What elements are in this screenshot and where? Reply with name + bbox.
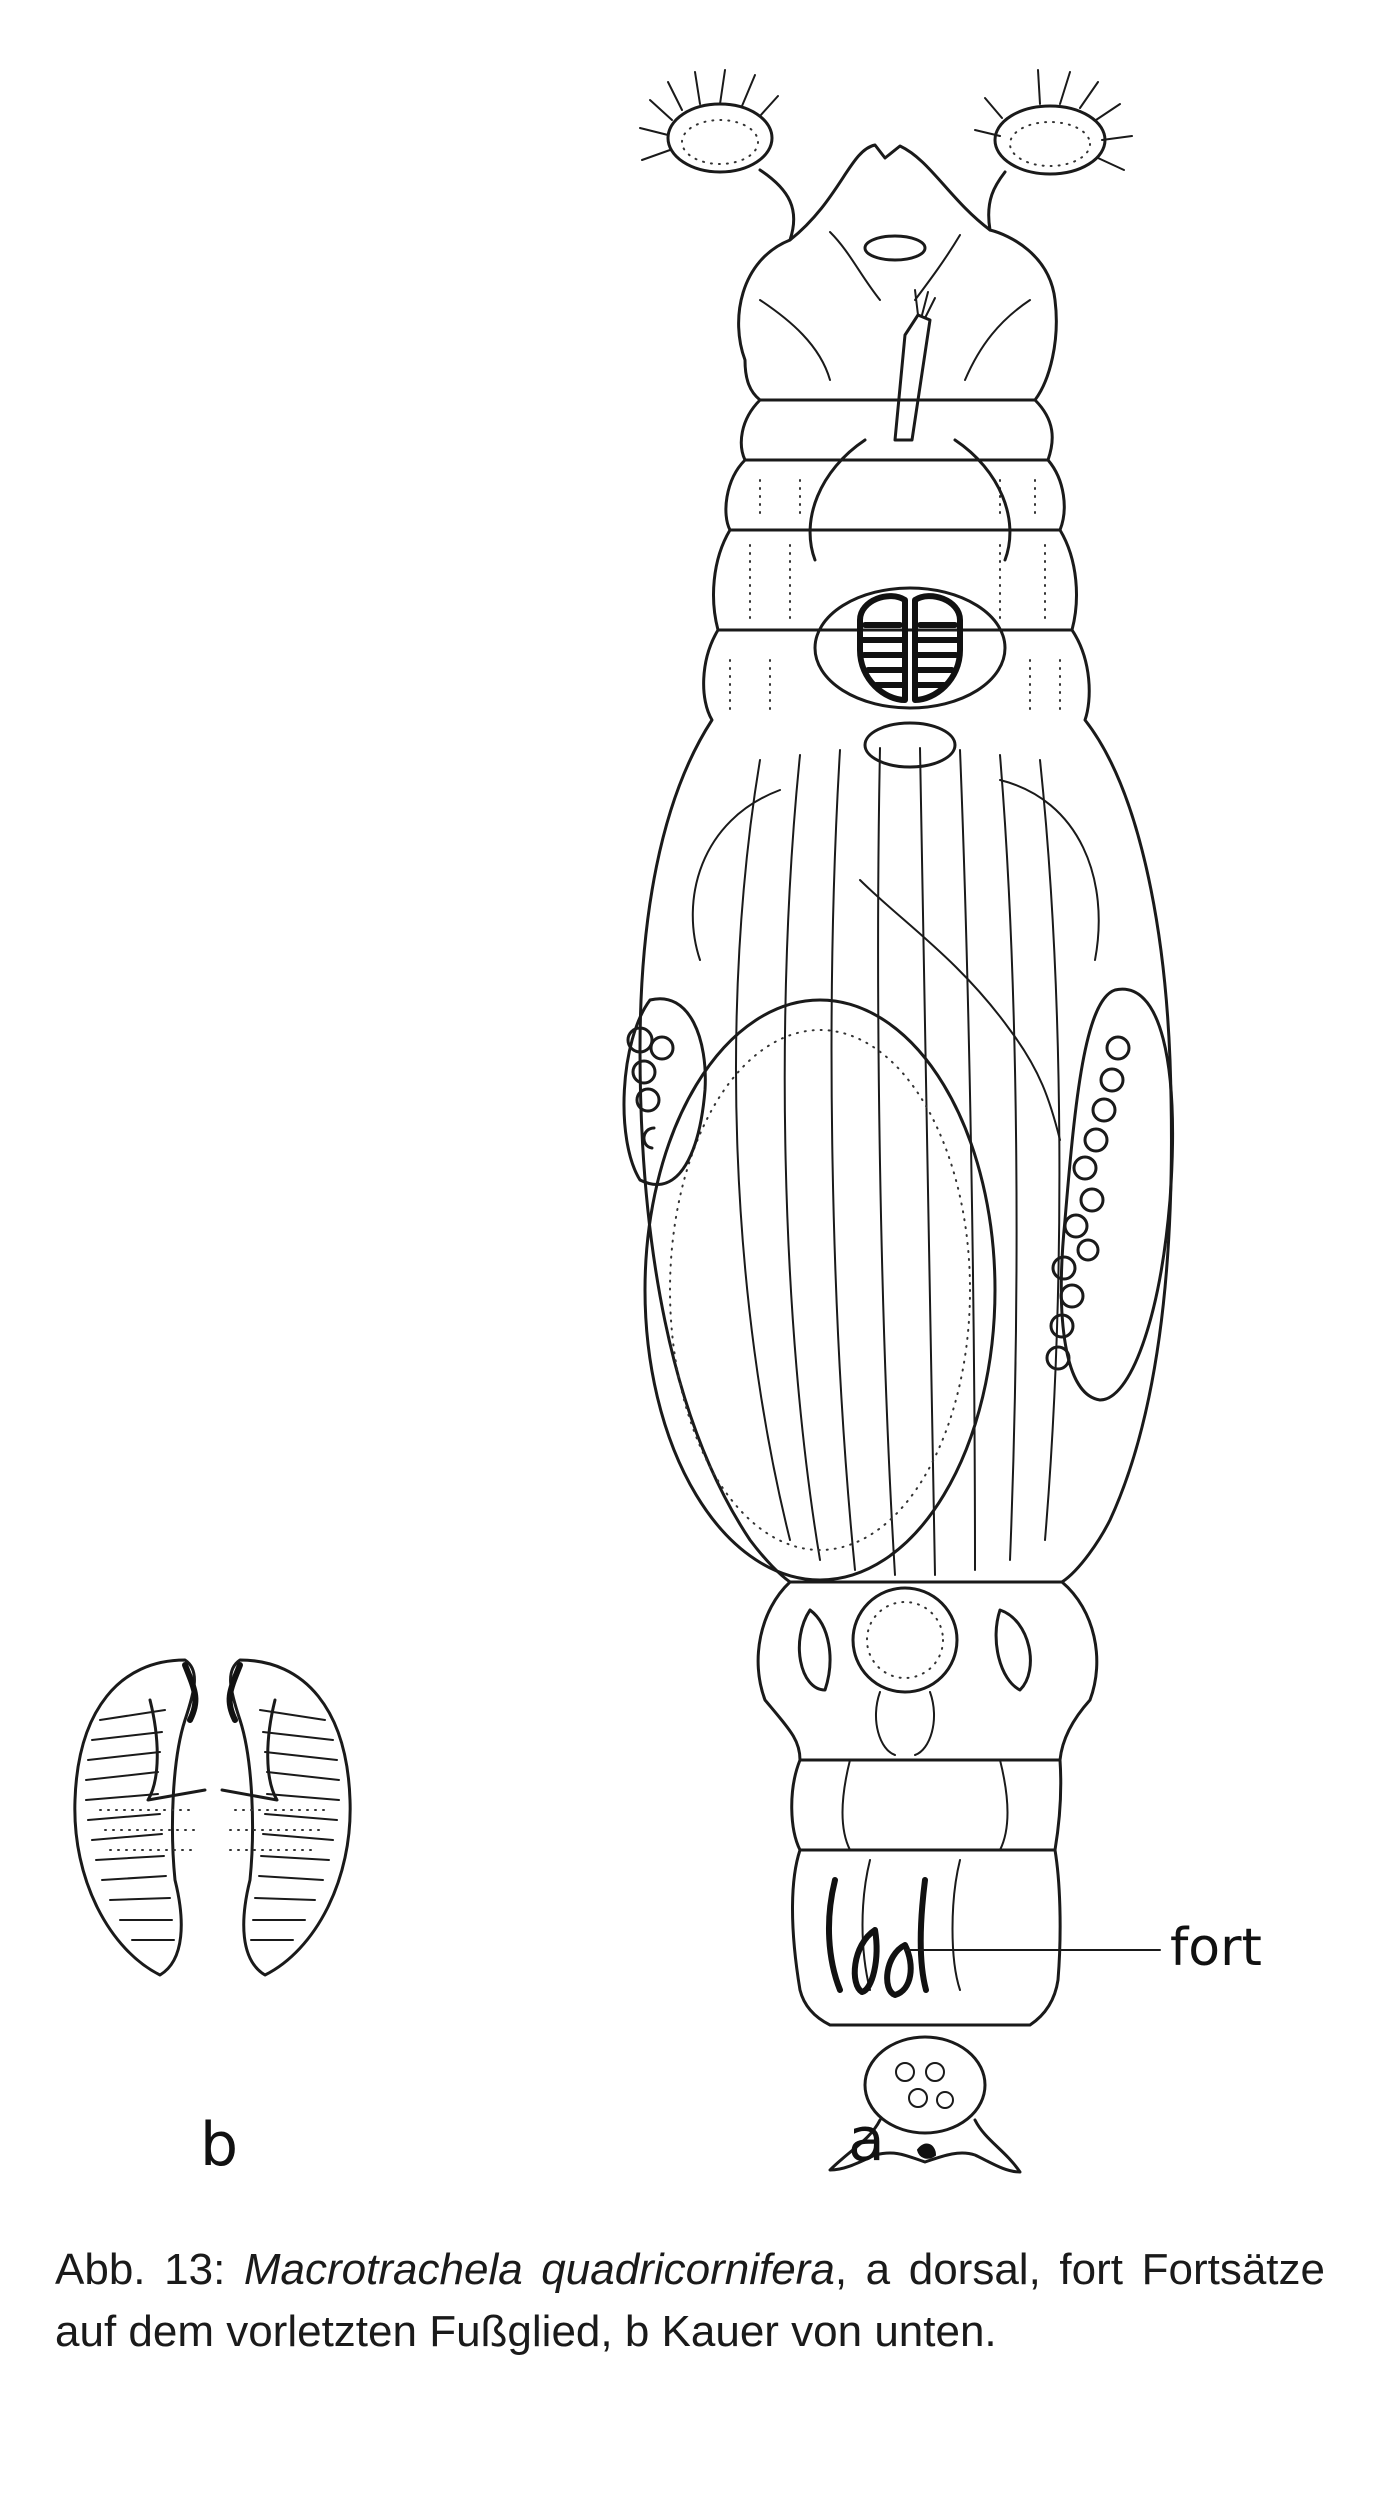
toes bbox=[828, 2118, 1022, 2174]
head-outline bbox=[737, 168, 1058, 402]
trophi-left-ramus bbox=[73, 1658, 207, 1977]
bladder bbox=[851, 1586, 959, 1694]
rump-outline bbox=[756, 1580, 1099, 1762]
last-foot-segment bbox=[863, 2035, 987, 2135]
longitudinal-muscles bbox=[735, 747, 1061, 1576]
panel-label-a: a bbox=[848, 2105, 885, 2175]
trophi-right-ramus bbox=[220, 1658, 352, 1977]
caption-species: Macrotrachela quadricornifera bbox=[243, 2245, 835, 2294]
rostrum bbox=[893, 313, 932, 442]
mastax-jaws bbox=[857, 593, 963, 703]
corona-left-disc bbox=[639, 69, 779, 174]
panel-label-b: b bbox=[200, 2110, 238, 2180]
right-vitellarium bbox=[1045, 987, 1175, 1402]
figure-caption: Abb. 13: Macrotrachela quadricornifera, … bbox=[55, 2239, 1325, 2363]
rotifer-dorsal-drawing: fort a bbox=[622, 69, 1262, 2174]
ovary bbox=[643, 998, 997, 1582]
trunk-outline bbox=[638, 628, 1173, 1584]
left-vitellarium bbox=[622, 997, 707, 1186]
mastax-bulb bbox=[813, 586, 1007, 710]
trophi-drawing bbox=[73, 1658, 352, 1977]
fort-label: fort bbox=[1170, 1918, 1262, 1978]
fort-spurs bbox=[826, 1877, 929, 1998]
caption-text: , a dorsal, fort Fortsätze auf dem vorle… bbox=[55, 2245, 1325, 2356]
corona-right-disc bbox=[974, 69, 1133, 176]
penultimate-foot-segment bbox=[791, 1848, 1062, 2027]
caption-prefix: Abb. 13: bbox=[55, 2245, 244, 2294]
